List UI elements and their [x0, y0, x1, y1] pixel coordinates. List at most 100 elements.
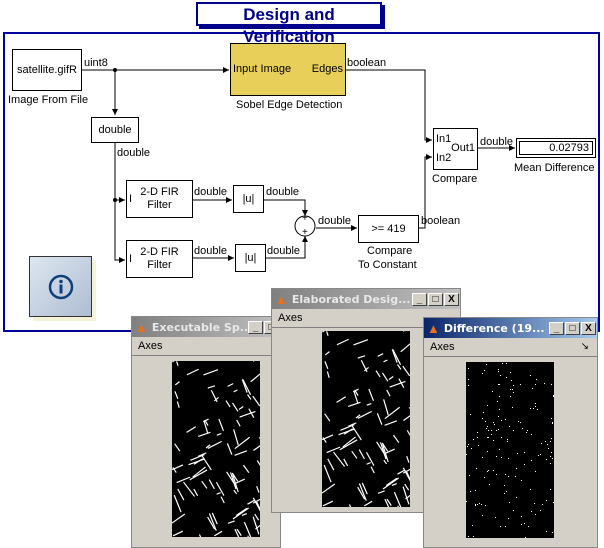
signal-double-fir2: double	[194, 245, 228, 257]
edge-stroke	[353, 339, 369, 346]
edge-stroke	[392, 434, 400, 444]
difference-pixel	[499, 384, 500, 385]
edge-stroke	[203, 369, 219, 376]
fir-filter-2-block[interactable]: I 2-D FIR Filter	[126, 240, 193, 278]
minimize-button[interactable]: _	[248, 320, 263, 334]
edge-stroke	[235, 507, 248, 517]
image-from-file-block[interactable]: satellite.gifR	[12, 49, 82, 91]
difference-pixel	[493, 440, 494, 441]
edge-stroke	[213, 396, 219, 402]
edge-stroke	[357, 355, 366, 359]
difference-pixel	[524, 523, 525, 524]
difference-pixel	[535, 514, 536, 515]
mean-difference-display[interactable]: 0.02793	[516, 138, 596, 158]
abs2-text: |u|	[244, 251, 257, 264]
edge-stroke	[340, 423, 355, 431]
edge-stroke	[236, 419, 241, 427]
edge-stroke	[233, 389, 238, 393]
difference-pixel	[511, 380, 512, 381]
dock-arrow-icon[interactable]: ↘	[580, 341, 589, 352]
difference-pixel	[504, 485, 505, 486]
difference-pixel	[487, 426, 488, 427]
compare-to-constant-block[interactable]: >= 419	[358, 215, 419, 243]
difference-pixel	[501, 420, 502, 421]
difference-pixel	[472, 525, 473, 526]
signal-double-convert: double	[117, 147, 151, 159]
figure-window-difference[interactable]: ▲ Difference (19... _ □ X Axes ↘	[423, 317, 598, 548]
data-type-conversion-block[interactable]: double	[91, 117, 139, 143]
edge-stroke	[408, 401, 428, 409]
difference-pixel	[492, 391, 493, 392]
edge-stroke	[381, 372, 389, 382]
compare-block[interactable]: In1 Out1 In2	[433, 128, 478, 170]
difference-pixel	[468, 368, 469, 369]
edge-stroke	[321, 483, 336, 494]
maximize-button[interactable]: □	[565, 321, 580, 335]
sobel-edge-detection-block[interactable]: Input Image Edges	[230, 43, 346, 96]
edge-stroke	[201, 480, 208, 489]
minimize-button[interactable]: _	[412, 292, 427, 306]
edge-stroke	[174, 391, 179, 400]
difference-pixel	[525, 537, 526, 538]
window-titlebar[interactable]: ▲ Elaborated Desig... _ □ X	[272, 289, 460, 309]
edge-stroke	[174, 443, 181, 452]
close-button[interactable]: X	[581, 321, 596, 335]
difference-pixel	[496, 474, 497, 475]
difference-pixel	[494, 424, 495, 425]
edge-stroke	[171, 513, 186, 524]
difference-pixel	[535, 384, 536, 385]
difference-pixel	[535, 403, 536, 404]
edge-stroke	[377, 490, 385, 494]
difference-pixel	[468, 379, 469, 380]
edge-stroke	[384, 420, 398, 426]
minimize-button[interactable]: _	[549, 321, 564, 335]
edge-stroke	[171, 356, 179, 363]
difference-pixel	[508, 518, 509, 519]
fir-filter-1-block[interactable]: I 2-D FIR Filter	[126, 180, 193, 218]
window-title: Elaborated Desig...	[291, 292, 411, 306]
figure-window-executable-spec[interactable]: ▲ Executable Sp... _ □ Axes	[131, 316, 281, 548]
window-titlebar[interactable]: ▲ Executable Sp... _ □	[132, 317, 280, 337]
abs-1-block[interactable]: |u|	[233, 185, 264, 213]
edge-stroke	[250, 369, 266, 383]
menu-axes[interactable]: Axes ↘	[424, 338, 597, 357]
menu-axes[interactable]: Axes	[272, 309, 460, 328]
edge-stroke	[385, 477, 398, 487]
maximize-button[interactable]: □	[428, 292, 443, 306]
window-titlebar[interactable]: ▲ Difference (19... _ □ X	[424, 318, 597, 338]
menu-axes[interactable]: Axes	[132, 337, 280, 356]
edge-stroke	[333, 451, 346, 467]
difference-pixel	[550, 489, 551, 490]
edge-stroke	[351, 450, 358, 459]
difference-pixel	[500, 375, 501, 376]
window-title: Executable Sp...	[151, 320, 248, 334]
difference-pixel	[505, 419, 506, 420]
difference-pixel	[496, 430, 497, 431]
close-button[interactable]: X	[444, 292, 459, 306]
edge-stroke	[256, 460, 262, 468]
difference-pixel	[527, 430, 528, 431]
edge-stroke	[242, 379, 252, 395]
conversion-text: double	[98, 123, 132, 136]
edge-stroke	[363, 500, 373, 507]
edge-stroke	[384, 448, 396, 455]
fir1-port: I	[129, 192, 133, 205]
abs-2-block[interactable]: |u|	[235, 244, 266, 272]
difference-pixel	[516, 468, 517, 469]
difference-pixel	[467, 446, 468, 447]
edge-stroke	[391, 482, 398, 487]
difference-pixel	[485, 505, 486, 506]
info-button[interactable]	[29, 256, 92, 317]
edge-stroke	[188, 458, 205, 466]
difference-pixel	[512, 389, 513, 390]
edge-stroke	[375, 370, 381, 378]
signal-double-abs1: double	[266, 186, 300, 198]
edge-stroke	[208, 513, 217, 531]
fir2-text: 2-D FIR Filter	[140, 246, 179, 271]
difference-pixel	[510, 389, 511, 390]
edge-stroke	[236, 528, 242, 536]
edge-stroke	[232, 474, 239, 493]
edge-stroke	[177, 488, 185, 501]
difference-pixel	[547, 444, 548, 445]
